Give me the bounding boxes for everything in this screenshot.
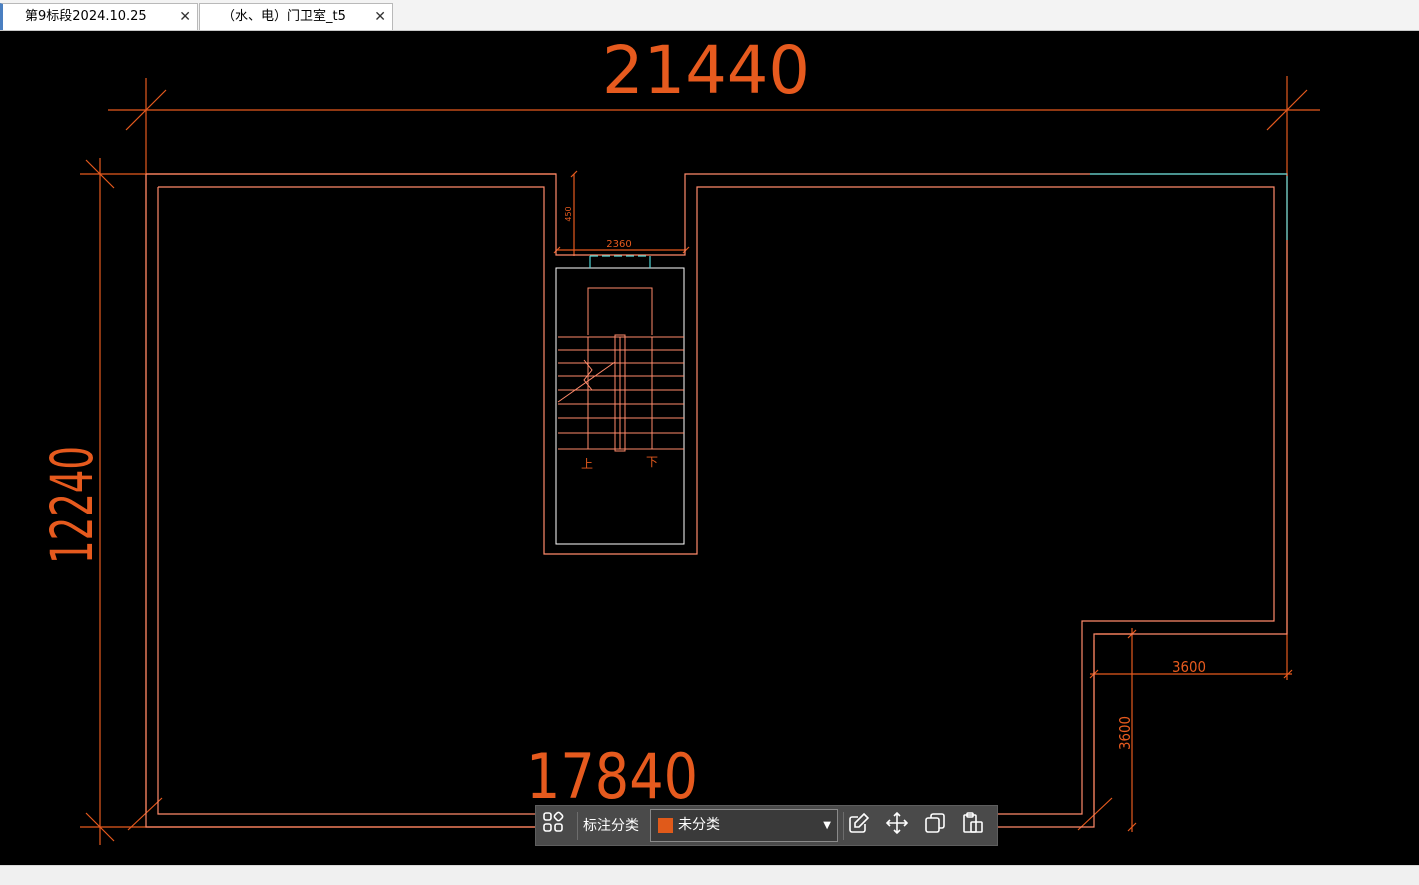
paste-icon[interactable] (961, 811, 991, 841)
dim-text-3600-h: 3600 (1172, 658, 1206, 676)
edit-icon[interactable] (847, 811, 877, 841)
stair-zigzag (583, 359, 593, 391)
toolbar-separator (577, 812, 578, 840)
floor-plan-drawing: 21440 12240 17840 3600 3600 2360 450 上 下 (38, 32, 1320, 845)
close-icon[interactable]: ✕ (374, 9, 386, 25)
tab-bar: 第9标段2024.10.25 ✕ （水、电）门卫室_t5 ✕ (0, 0, 1419, 31)
dim-tick (570, 170, 578, 178)
dim-text-450: 450 (564, 206, 573, 221)
drawing-canvas[interactable]: 21440 12240 17840 3600 3600 2360 450 上 下… (0, 31, 1419, 865)
tab-drawing-2[interactable]: （水、电）门卫室_t5 ✕ (199, 3, 393, 30)
dim-tick (1077, 797, 1113, 831)
dim-text-3600-v: 3600 (1116, 716, 1134, 750)
stair-handrail (614, 334, 626, 452)
copy-icon[interactable] (923, 811, 953, 841)
chevron-down-icon: ▼ (823, 820, 831, 831)
dim-text-bottom: 17840 (526, 740, 698, 813)
dim-tick (682, 246, 690, 254)
stair-break-line (557, 361, 616, 403)
stair-landing (587, 287, 653, 335)
dim-text-left: 12240 (38, 446, 106, 564)
stair-up-label: 上 (581, 457, 593, 471)
move-icon[interactable] (885, 811, 915, 841)
grid-icon[interactable] (542, 811, 572, 841)
dim-tick (1127, 822, 1137, 832)
tab-label: 第9标段2024.10.25 (25, 9, 147, 24)
close-icon[interactable]: ✕ (179, 9, 191, 25)
category-value: 未分类 (678, 817, 720, 833)
dim-text-top: 21440 (602, 32, 810, 109)
inner-wall (157, 186, 1275, 815)
category-color-swatch (658, 818, 673, 833)
stair-down-label: 下 (646, 455, 658, 469)
dim-tick (85, 812, 115, 842)
dim-tick (1266, 89, 1308, 131)
toolbar-separator (843, 812, 844, 840)
dim-tick (553, 246, 561, 254)
status-bar (0, 865, 1419, 885)
dim-tick (85, 159, 115, 189)
dim-tick (127, 797, 163, 831)
stair-room (555, 267, 685, 545)
category-select[interactable]: 未分类 ▼ (650, 809, 838, 842)
dim-tick (1283, 669, 1293, 679)
category-label: 标注分类 (583, 818, 639, 834)
tab-drawing-1[interactable]: 第9标段2024.10.25 ✕ (0, 3, 198, 30)
dim-tick (125, 89, 167, 131)
annotation-toolbar: 标注分类 未分类 ▼ (535, 805, 998, 846)
dim-text-2360: 2360 (606, 239, 631, 250)
tab-label: （水、电）门卫室_t5 (222, 9, 346, 24)
